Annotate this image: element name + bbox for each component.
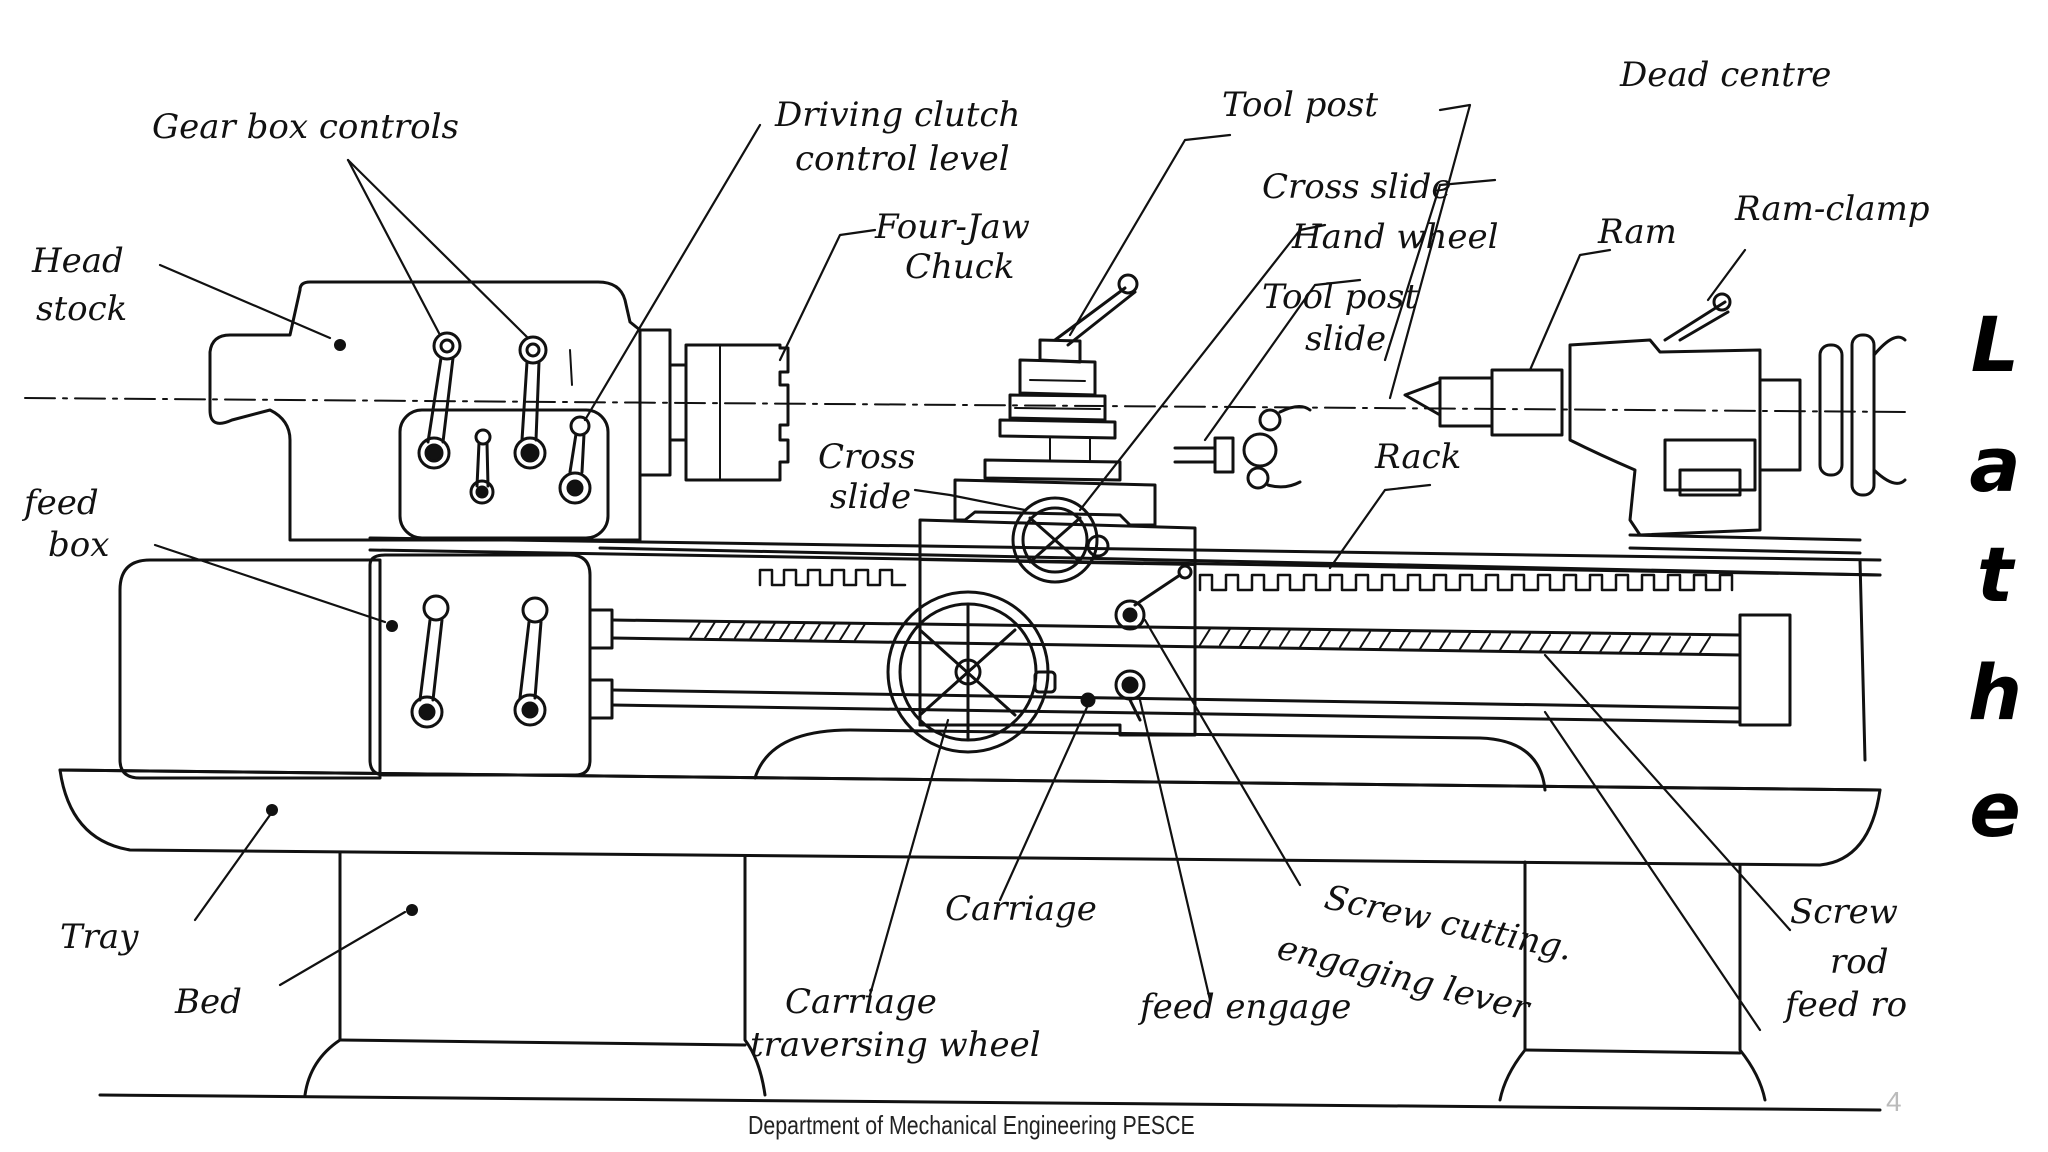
- leader-lines: [155, 105, 1790, 1030]
- end-bracket: [1740, 615, 1790, 725]
- head-stock-body: [210, 282, 640, 540]
- bed-legs: [100, 852, 1880, 1110]
- apron-levers: [1082, 566, 1191, 720]
- rack-right: [1200, 575, 1732, 590]
- four-jaw-chuck: [686, 345, 788, 480]
- cross-slide-block: [985, 460, 1120, 480]
- label-gear-box-controls: Gear box controls: [152, 107, 459, 147]
- label-tool-post-slide-2: slide: [1305, 319, 1387, 359]
- label-feed-engage: feed engage: [1140, 987, 1352, 1027]
- feed-rod: [590, 680, 1740, 722]
- lead-screw: [590, 610, 1740, 655]
- tool-post: [1000, 275, 1137, 460]
- page-number: 4: [1886, 1086, 1902, 1117]
- label-tool-post: Tool post: [1222, 85, 1379, 125]
- label-carriage: Carriage: [945, 889, 1097, 929]
- label-stock: stock: [36, 289, 128, 329]
- title-letter-l: L: [1970, 300, 2020, 389]
- label-ram: Ram: [1598, 212, 1677, 252]
- spindle-centre-line: [25, 398, 1905, 412]
- label-tool-post-slide-1: Tool post: [1262, 277, 1419, 317]
- gear-box-panel: [400, 410, 608, 538]
- label-box: box: [48, 525, 110, 565]
- label-carriage-wheel-1: Carriage: [785, 982, 937, 1022]
- label-head: Head: [32, 241, 124, 281]
- saddle: [955, 480, 1155, 525]
- label-hand-wheel: Hand wheel: [1292, 217, 1499, 257]
- feed-box: [120, 560, 380, 778]
- label-control-level: control level: [795, 139, 1010, 179]
- title-letter-h: h: [1967, 648, 2023, 737]
- tool-post-slide: [1175, 406, 1310, 488]
- label-dead-centre: Dead centre: [1620, 55, 1832, 95]
- label-cross-slide-left-2: slide: [830, 477, 912, 517]
- tray: [60, 770, 1880, 865]
- label-ram-clamp: Ram-clamp: [1735, 189, 1930, 229]
- footer-department: Department of Mechanical Engineering PES…: [748, 1110, 1195, 1140]
- title-letter-t: t: [1976, 530, 2014, 619]
- label-driving-clutch: Driving clutch: [775, 95, 1021, 135]
- feed-box-levers: [412, 596, 547, 727]
- cross-slide-handwheel: [1013, 498, 1108, 582]
- label-carriage-wheel-2: traversing wheel: [750, 1025, 1041, 1065]
- label-four-jaw: Four-Jaw: [875, 207, 1030, 247]
- label-rod: rod: [1830, 942, 1889, 982]
- label-rack: Rack: [1375, 437, 1462, 477]
- label-feed-ro: feed ro: [1785, 985, 1908, 1025]
- feed-box-panel: [370, 555, 590, 775]
- lead-screw-thread: [690, 622, 1710, 653]
- label-feed: feed: [24, 483, 99, 523]
- title-letter-a: a: [1969, 420, 2021, 509]
- label-bed: Bed: [175, 982, 242, 1022]
- label-screw: Screw: [1790, 892, 1898, 932]
- bed-web: [755, 730, 1545, 790]
- bed-rails: [370, 538, 1880, 575]
- carriage-traversing-wheel: [888, 592, 1055, 752]
- lathe-drawing: [0, 0, 1910, 1152]
- label-tray: Tray: [60, 917, 139, 957]
- rack-left: [760, 570, 905, 585]
- label-dots: [266, 339, 418, 916]
- label-chuck: Chuck: [905, 247, 1015, 287]
- title-letter-e: e: [1969, 765, 2021, 854]
- label-cross-slide-top: Cross slide: [1262, 167, 1452, 207]
- tail-stock: [1405, 294, 1905, 553]
- label-cross-slide-left-1: Cross: [818, 437, 916, 477]
- carriage-apron: [920, 520, 1195, 735]
- gear-box-levers: [419, 333, 590, 503]
